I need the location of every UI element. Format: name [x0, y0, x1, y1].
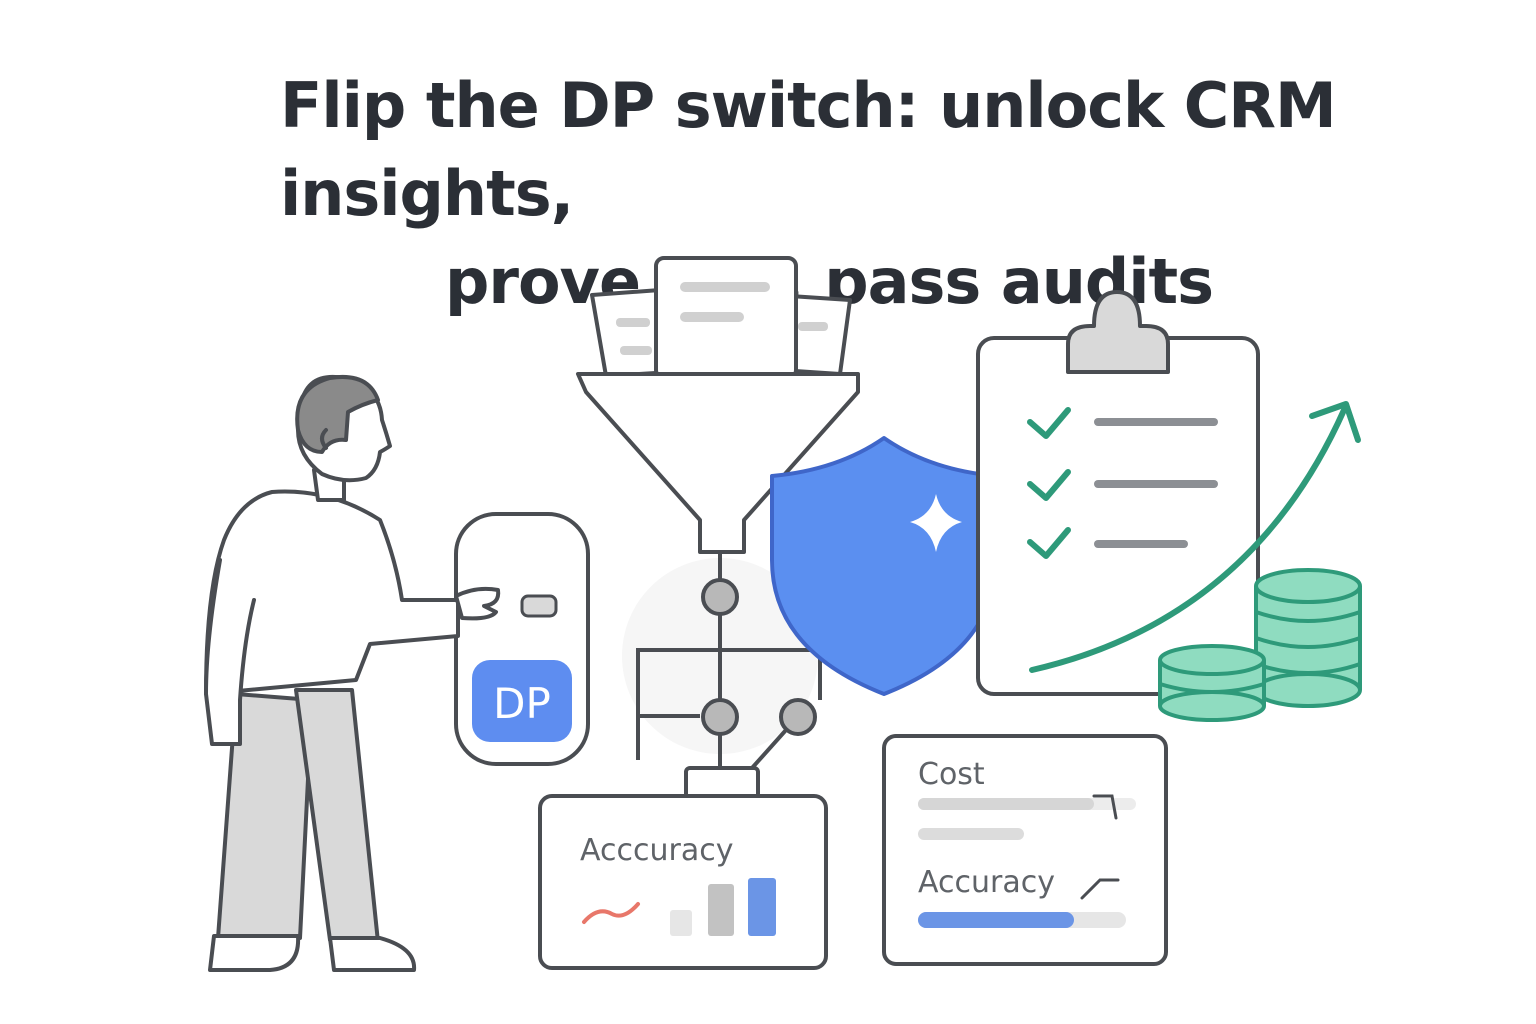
bar-medium	[708, 884, 734, 936]
title-line-1: Flip the DP switch: unlock CRM insights,	[280, 69, 1337, 230]
person-figure	[204, 375, 501, 972]
trend-up-icon	[1080, 878, 1120, 900]
page-title: Flip the DP switch: unlock CRM insights,…	[0, 62, 1536, 326]
coin-stack-icon	[1158, 568, 1362, 722]
document-stack-icon	[590, 256, 852, 380]
bar-large	[748, 878, 776, 936]
cost-card-accuracy-label: Accuracy	[918, 865, 1055, 900]
trend-down-icon	[1092, 794, 1118, 820]
sparkline-icon	[582, 902, 640, 924]
cost-accuracy-card: Cost Accuracy	[882, 734, 1168, 966]
dp-badge-label: DP	[493, 679, 551, 728]
accuracy-fill	[918, 912, 1074, 928]
dp-switch-panel[interactable]: DP	[454, 512, 590, 766]
accuracy-card: Acccuracy	[538, 794, 828, 970]
clipboard-checklist-icon	[976, 290, 1260, 696]
bar-small	[670, 910, 692, 936]
dp-badge[interactable]	[472, 660, 572, 742]
growth-arrow-icon	[1029, 401, 1361, 673]
cost-label: Cost	[918, 757, 985, 792]
funnel-icon	[576, 372, 860, 554]
accuracy-card-label: Acccuracy	[580, 833, 733, 868]
